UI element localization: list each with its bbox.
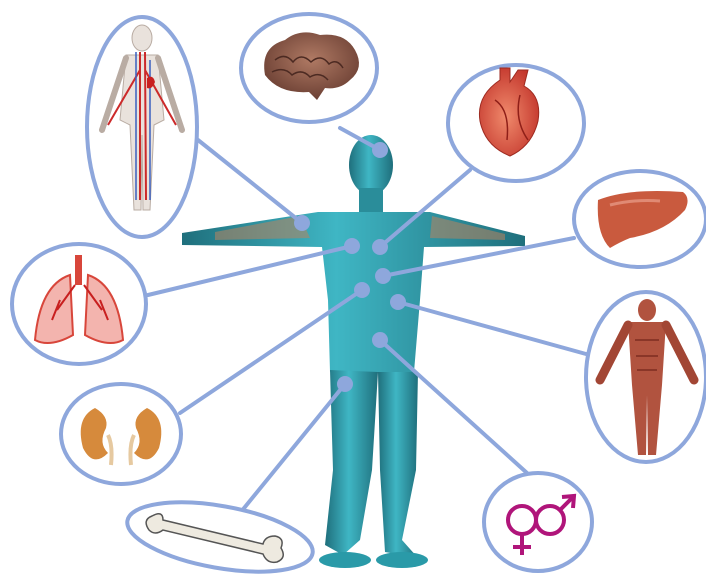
dot-lungs (344, 238, 360, 254)
right-leg (378, 372, 418, 558)
callout-liver (574, 171, 706, 267)
connector-lungs (148, 246, 352, 295)
callout-muscular-system (586, 292, 706, 462)
callout-ring (61, 384, 181, 484)
connector-muscles (398, 302, 586, 354)
connector-vascular (198, 140, 302, 223)
neck (359, 188, 383, 212)
dot-heart (372, 239, 388, 255)
callout-reproductive (484, 473, 592, 571)
dot-muscles (390, 294, 406, 310)
callout-kidneys (61, 384, 181, 484)
callout-bone (122, 490, 318, 577)
callout-brain (241, 14, 377, 122)
human-body-figure (182, 135, 525, 568)
dot-liver (375, 268, 391, 284)
connector-bone (236, 384, 345, 518)
right-foot (376, 552, 428, 568)
dot-brain (372, 142, 388, 158)
dot-reproductive (372, 332, 388, 348)
callout-heart (448, 65, 584, 181)
dot-kidneys (354, 282, 370, 298)
callout-lungs (12, 244, 146, 364)
callout-vascular-system (87, 17, 197, 237)
dot-bone (337, 376, 353, 392)
dot-vascular (294, 215, 310, 231)
left-foot (319, 552, 371, 568)
